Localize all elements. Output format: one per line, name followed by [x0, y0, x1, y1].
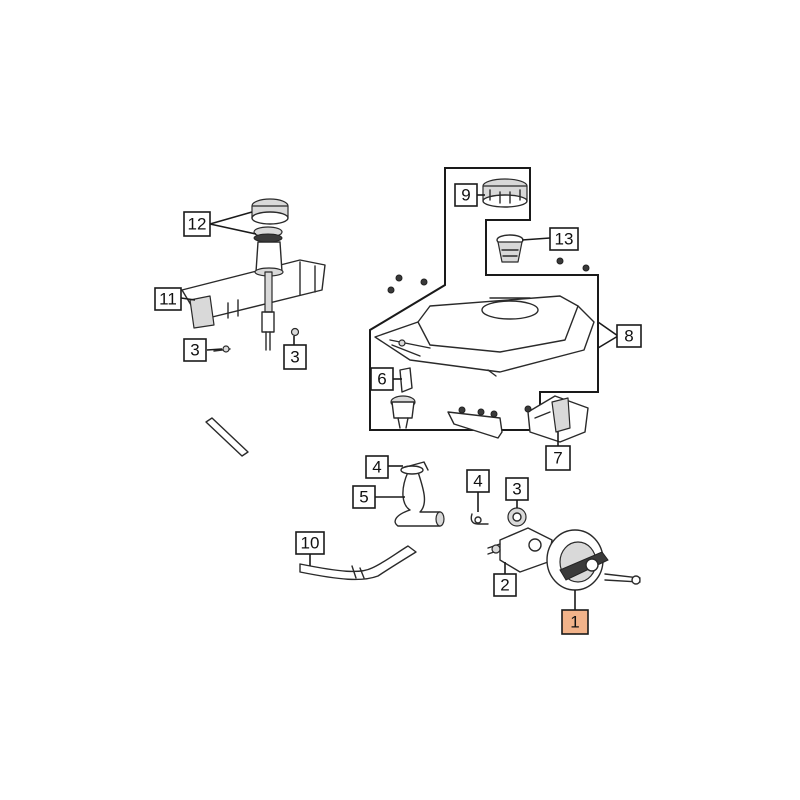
- callout-label: 1: [570, 613, 579, 632]
- callout-4[interactable]: 4: [466, 469, 490, 493]
- tank-bolt-part: [387, 257, 590, 294]
- callout-label: 12: [188, 215, 207, 234]
- fuel-cock-knob-part[interactable]: [546, 529, 641, 591]
- callout-1-highlighted[interactable]: 1: [561, 609, 589, 635]
- callout-label: 11: [159, 290, 177, 309]
- callout-label: 6: [377, 370, 386, 389]
- hose-clamp-part[interactable]: [470, 513, 489, 525]
- callout-label: 3: [290, 348, 299, 367]
- callout-label: 9: [461, 186, 470, 205]
- callout-8[interactable]: 8: [616, 324, 642, 348]
- fuel-line-part[interactable]: [299, 545, 417, 581]
- callout-label: 5: [359, 488, 368, 507]
- callout-4[interactable]: 4: [365, 455, 389, 479]
- tank-cap-part[interactable]: [482, 178, 528, 208]
- tank-clip-part: [447, 406, 503, 439]
- sediment-ring-part[interactable]: [507, 507, 527, 527]
- callout-label: 8: [624, 327, 633, 346]
- callout-11[interactable]: 11: [154, 287, 182, 311]
- callout-3[interactable]: 3: [283, 344, 307, 370]
- callout-10[interactable]: 10: [295, 531, 325, 555]
- callout-5[interactable]: 5: [352, 485, 376, 509]
- callout-7[interactable]: 7: [545, 445, 571, 471]
- callout-label: 3: [190, 341, 199, 360]
- callout-2[interactable]: 2: [493, 573, 517, 597]
- callout-label: 13: [555, 230, 574, 249]
- callout-label: 4: [473, 472, 482, 491]
- callout-label: 2: [500, 576, 509, 595]
- fuel-tank-part[interactable]: [374, 295, 595, 377]
- tank-shroud-part[interactable]: [524, 395, 589, 443]
- fuel-rod-part[interactable]: [205, 417, 249, 457]
- hose-clip-part[interactable]: [401, 461, 429, 471]
- callout-9[interactable]: 9: [454, 183, 478, 207]
- callout-12[interactable]: 12: [183, 211, 211, 237]
- screw-part[interactable]: [213, 345, 231, 353]
- screw-part[interactable]: [290, 327, 300, 337]
- fuel-hose-elbow-part[interactable]: [394, 465, 445, 527]
- callout-3[interactable]: 3: [505, 477, 529, 501]
- tank-fuel-valve-part[interactable]: [390, 367, 416, 429]
- strainer-part[interactable]: [496, 234, 524, 263]
- callout-label: 4: [372, 458, 381, 477]
- tank-bracket-part[interactable]: [181, 241, 326, 351]
- tank-assembly-boundary: [369, 167, 599, 431]
- callout-label: 3: [512, 480, 521, 499]
- callout-label: 7: [553, 449, 562, 468]
- filler-cap-part[interactable]: [251, 198, 289, 243]
- callout-label: 10: [301, 534, 320, 553]
- callout-6[interactable]: 6: [370, 367, 394, 391]
- fuel-cock-body-part[interactable]: [487, 527, 553, 573]
- callout-13[interactable]: 13: [549, 227, 579, 251]
- leader-lines: [180, 194, 619, 610]
- callout-3[interactable]: 3: [183, 338, 207, 362]
